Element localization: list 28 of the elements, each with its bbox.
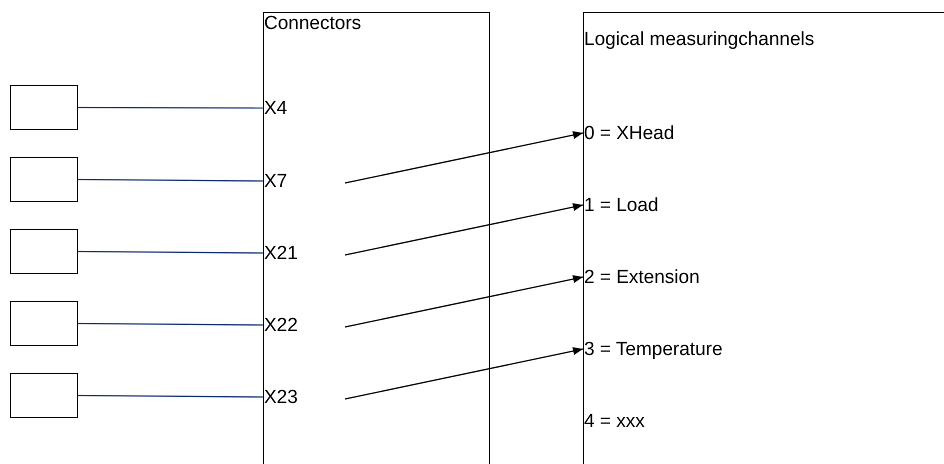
empty-box <box>10 157 78 202</box>
connector-line <box>78 178 263 182</box>
empty-box <box>10 373 78 418</box>
channel-label: X21 <box>264 243 298 264</box>
arrow <box>344 347 584 400</box>
connector-line <box>78 106 263 109</box>
empty-box <box>10 301 78 346</box>
channel-label: 4 = xxx <box>584 411 645 432</box>
arrow <box>344 275 584 328</box>
panel <box>583 12 944 464</box>
empty-box <box>10 85 78 130</box>
channel-label: 1 = Load <box>584 195 658 216</box>
channel-label: X23 <box>264 387 298 408</box>
connector-line <box>78 250 263 254</box>
empty-box <box>10 229 78 274</box>
channel-label: X22 <box>264 315 298 336</box>
channel-label: X7 <box>264 171 288 192</box>
arrow <box>344 131 584 184</box>
channel-label: X4 <box>264 98 288 119</box>
channel-label: 2 = Extension <box>584 267 700 288</box>
channel-label: 0 = XHead <box>584 123 674 144</box>
channel-label: 3 = Temperature <box>584 339 723 360</box>
panel <box>263 12 490 464</box>
panel-title: Logical measuringchannels <box>584 29 814 51</box>
connector-line <box>78 394 263 398</box>
connector-line <box>78 322 263 326</box>
panel-title: Connectors <box>264 13 362 35</box>
arrow <box>344 203 584 256</box>
